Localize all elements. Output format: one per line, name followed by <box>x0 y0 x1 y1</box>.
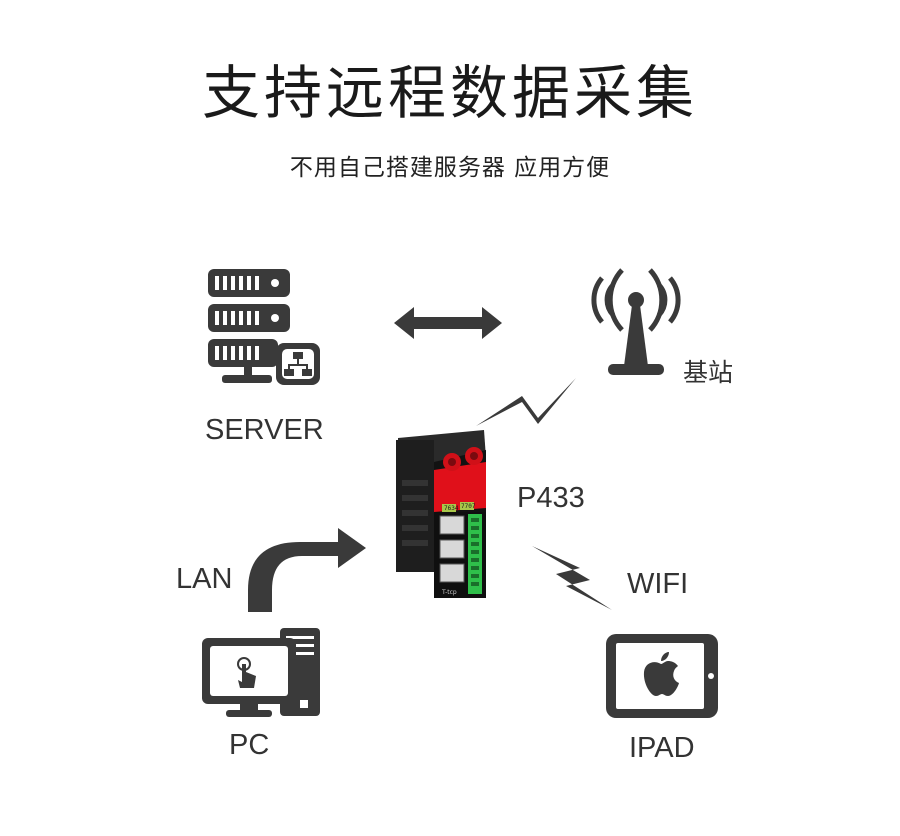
device-port-label-2: 7707 <box>461 503 476 510</box>
antenna-tower-icon <box>591 268 681 375</box>
lan-curved-arrow-icon <box>248 528 366 612</box>
page-subtitle: 不用自己搭建服务器 应用方便 <box>289 155 611 181</box>
wifi-label: WIFI <box>627 568 689 600</box>
device-label: P433 <box>517 482 585 514</box>
bidirectional-arrow-icon <box>394 307 502 339</box>
ipad-label: IPAD <box>629 732 695 764</box>
base-station-label: 基站 <box>683 358 734 387</box>
server-rack-icon <box>208 269 320 385</box>
industrial-router-icon <box>396 430 486 598</box>
device-port-label-1: 7634 <box>444 505 459 512</box>
wireless-signal-bolt-icon <box>476 378 576 426</box>
device-brand-label: T-tcp <box>441 589 457 596</box>
page-title: 支持远程数据采集 <box>201 59 698 127</box>
desktop-computer-icon <box>202 628 320 717</box>
wifi-signal-bolt-icon <box>532 546 612 610</box>
pc-label: PC <box>229 729 270 761</box>
tablet-apple-icon <box>606 634 718 718</box>
server-label: SERVER <box>205 414 324 446</box>
lan-label: LAN <box>176 563 233 595</box>
